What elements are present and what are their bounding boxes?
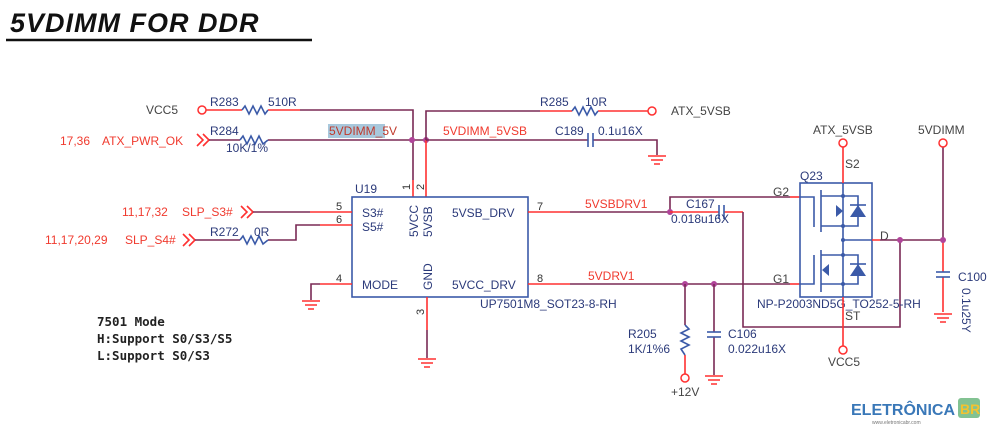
pin-label-mode: MODE (362, 278, 398, 292)
mode-note-low: L:Support S0/S3 (97, 348, 210, 363)
pin-label-5vcc-drv: 5VCC_DRV (452, 278, 516, 292)
u19-ref: U19 (355, 182, 377, 196)
offpage-connector-icon (182, 233, 196, 247)
net-atx-pwr-ok: ATX_PWR_OK (102, 134, 183, 148)
junction (409, 137, 415, 143)
watermark-logo: ELETRÔNICA BR www.eletronicabr.com (851, 398, 980, 426)
c100-value: 0.1u25Y (959, 288, 973, 333)
power-port-vcc5-q23 (838, 345, 848, 355)
ground-icon (647, 155, 667, 165)
pin-number: 4 (336, 273, 342, 285)
r284-value: 10K/1% (226, 141, 268, 155)
ic-u19 (351, 196, 529, 298)
ground-icon (704, 375, 724, 385)
q23-pin-d: D (880, 229, 889, 243)
r284-ref: R284 (210, 124, 239, 138)
c189-value: 0.1u16X (598, 124, 643, 138)
resistor-r285 (571, 105, 599, 117)
pin-number: 8 (537, 273, 543, 285)
net-atx-5vsb: ATX_5VSB (813, 123, 873, 137)
r283-value: 510R (268, 95, 297, 109)
net-vcc5: VCC5 (146, 103, 178, 117)
svg-text:www.eletronicabr.com: www.eletronicabr.com (872, 420, 921, 426)
net-slp-s3-refs: 11,17,32 (122, 205, 168, 219)
power-port-12v (680, 373, 690, 383)
r205-value: 1K/1%6 (628, 342, 670, 356)
resistor-r283 (241, 104, 269, 116)
pin-number: 6 (336, 214, 342, 226)
net-slp-s4: SLP_S4# (125, 233, 176, 247)
q23-pin-s1: ST (845, 309, 861, 323)
net-5vsbdrv1: 5VSBDRV1 (585, 197, 648, 211)
pin-label-s5: S5# (362, 220, 384, 234)
q23-pin-s2: S2 (845, 157, 860, 171)
net-atx-pwr-ok-refs: 17,36 (60, 134, 90, 148)
junction (897, 237, 903, 243)
pin-label-gnd: GND (421, 263, 435, 290)
pin-number: 3 (415, 309, 427, 315)
capacitor-c100 (936, 271, 950, 278)
net-5vdimm-5v[interactable]: 5VDIMM_5V (329, 124, 397, 138)
resistor-r284 (239, 134, 269, 146)
c167-value: 0.018u16X (671, 212, 729, 226)
resistor-r205 (679, 324, 691, 356)
u19-part: UP7501M8_SOT23-8-RH (480, 297, 617, 311)
net-slp-s4-refs: 11,17,20,29 (45, 233, 108, 247)
power-port-5vdimm (938, 138, 948, 148)
mosfet-q23 (799, 182, 873, 298)
c189-ref: C189 (555, 124, 584, 138)
pin-number: 5 (336, 201, 342, 213)
svg-text:BR: BR (960, 401, 980, 417)
capacitor-c167 (718, 205, 725, 219)
pin-label-5vcc: 5VCC (407, 205, 421, 237)
net-vcc5: VCC5 (828, 355, 860, 369)
offpage-connector-icon (240, 205, 254, 219)
svg-text:ELETRÔNICA: ELETRÔNICA (851, 400, 955, 419)
capacitor-c106 (707, 331, 721, 338)
r285-ref: R285 (540, 95, 569, 109)
junction (940, 237, 946, 243)
ground-icon (933, 313, 953, 323)
q23-pin-g1: G1 (773, 272, 789, 286)
net-atx-5vsb: ATX_5VSB (671, 104, 731, 118)
r272-value: 0R (254, 225, 270, 239)
pin-label-5vsb-drv: 5VSB_DRV (452, 206, 514, 220)
r283-ref: R283 (210, 95, 239, 109)
pin-label-5vsb: 5VSB (421, 206, 435, 237)
net-plus12v: +12V (671, 385, 699, 399)
ground-icon (417, 358, 437, 368)
r272-ref: R272 (210, 225, 239, 239)
net-5vdrv1: 5VDRV1 (588, 269, 635, 283)
resistor-r272 (239, 234, 269, 246)
net-5vdimm: 5VDIMM (918, 123, 965, 137)
net-slp-s3: SLP_S3# (182, 205, 233, 219)
c167-ref: C167 (686, 197, 715, 211)
capacitor-c189 (587, 133, 594, 147)
pin-number: 7 (537, 201, 543, 213)
selection-highlight (328, 124, 385, 138)
r205-ref: R205 (628, 327, 657, 341)
page-title: 5VDIMM FOR DDR (10, 8, 260, 38)
pin-number: 1 (401, 184, 413, 190)
power-port-atx-5vsb (647, 106, 657, 116)
q23-pin-g2: G2 (773, 185, 789, 199)
offpage-connector-icon (196, 133, 210, 147)
ground-icon (301, 300, 321, 310)
q23-ref: Q23 (800, 169, 823, 183)
c100-ref: C100 (958, 270, 987, 284)
mode-note-title: 7501 Mode (97, 314, 165, 329)
pin-label-s3: S3# (362, 206, 384, 220)
q23-part: NP-P2003ND5G_TO252-5-RH (757, 297, 921, 311)
c106-value: 0.022u16X (728, 342, 786, 356)
power-port-atx-5vsb-q23 (838, 138, 848, 148)
mode-note-high: H:Support S0/S3/S5 (97, 331, 232, 346)
power-port-vcc5 (197, 105, 207, 115)
net-5vdimm-5vsb: 5VDIMM_5VSB (443, 124, 527, 138)
pin-number: 2 (415, 184, 427, 190)
c106-ref: C106 (728, 327, 757, 341)
r285-value: 10R (585, 95, 607, 109)
